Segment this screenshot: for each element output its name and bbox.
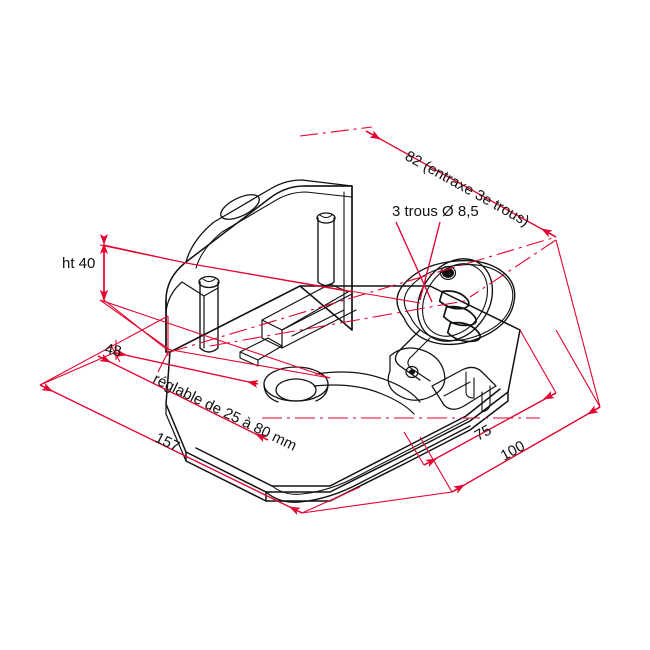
inner-rail-slot — [291, 309, 345, 337]
dim-label-width-outer: 100 — [498, 437, 528, 464]
leader-holes-left — [395, 221, 433, 303]
housing-body — [165, 185, 353, 353]
dim-label-height: ht 40 — [62, 255, 95, 272]
inner-rail-top — [261, 283, 349, 331]
housing-top-ridge-2 — [195, 191, 353, 269]
constr-top-diag — [169, 236, 557, 353]
dim-48-ext-b — [157, 351, 169, 373]
constr-right-up — [555, 239, 601, 408]
dim-157-line — [39, 384, 303, 514]
housing-left-round — [165, 281, 183, 313]
centerline-base-2 — [209, 299, 471, 347]
callout-leaders — [395, 221, 441, 303]
dim-82-line — [365, 130, 557, 238]
strap-band-top — [315, 371, 421, 403]
dim-100-line — [451, 406, 601, 493]
dim-48-line — [115, 352, 259, 385]
base-left-wall — [165, 403, 187, 462]
base-plate-lip — [265, 425, 471, 503]
dim-label-offset: 48 — [103, 340, 123, 360]
ratchet-slots — [438, 290, 481, 343]
base-plate-top — [165, 285, 521, 493]
centerline-82-right — [469, 239, 557, 298]
base-plate-rim-inner — [195, 388, 501, 487]
housing-shoulder-2 — [203, 287, 219, 297]
centerline-82-left — [299, 126, 373, 137]
constr-bottom — [301, 491, 453, 514]
inner-rail-wedge-2 — [239, 351, 259, 367]
dim-75-line — [423, 392, 557, 466]
lower-pivot-screw — [405, 365, 419, 379]
dimension-texts: ht 40 48 157 réglable de 25 à 80 mm 82 (… — [62, 148, 532, 465]
pillar-rear — [316, 212, 336, 287]
dimension-layer — [39, 126, 601, 516]
dim-adjustable-line — [97, 355, 269, 441]
housing-shoulder — [181, 281, 205, 349]
product-outline — [165, 179, 521, 503]
pillar-front — [198, 275, 220, 353]
inner-rail-long2 — [281, 309, 357, 349]
inner-rail-body — [261, 319, 283, 349]
inner-rail-wedge — [239, 337, 283, 361]
constr-left-long — [39, 315, 169, 386]
leader-holes-right — [419, 221, 441, 301]
strap-band-bottom — [313, 384, 415, 415]
clamp-mechanism — [387, 258, 516, 413]
housing-top-ridge — [185, 179, 353, 263]
base-plate-lip-inner — [271, 418, 469, 495]
dim-label-width-inner: 75 — [472, 422, 495, 445]
housing-top-recess — [220, 194, 260, 220]
base-plate-front-edge — [265, 391, 509, 502]
callout-label-holes: 3 trous Ø 8,5 — [392, 203, 479, 220]
inner-rail-long — [281, 293, 353, 331]
